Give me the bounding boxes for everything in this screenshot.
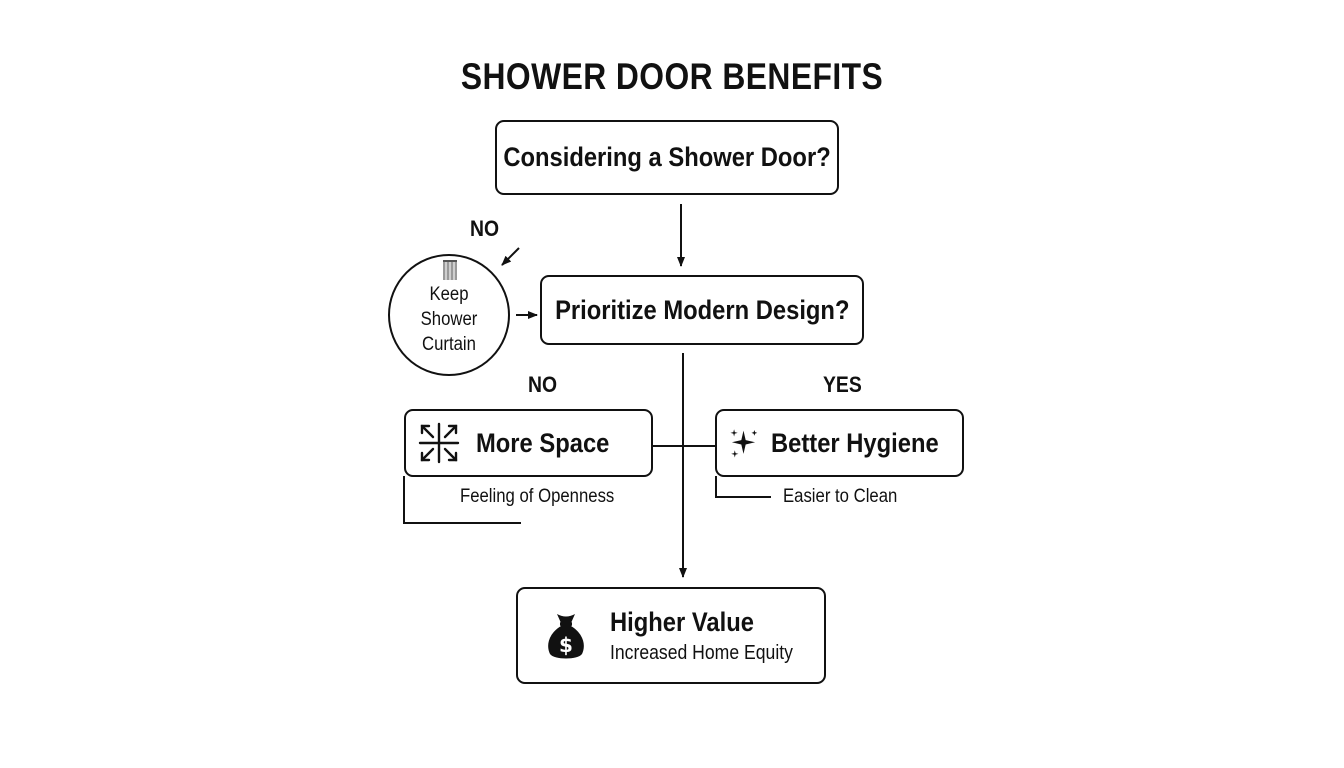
curtain-line-3: Curtain (422, 334, 476, 355)
value-detail: Increased Home Equity (610, 641, 793, 664)
sparkles-icon (730, 429, 758, 458)
curtain-line-1: Keep (429, 284, 469, 305)
diagram-title: SHOWER DOOR BENEFITS (460, 56, 884, 97)
shower-curtain-icon (443, 260, 457, 280)
line-hygiene-detail (715, 476, 771, 498)
value-text: Higher Value Increased Home Equity (610, 607, 818, 665)
svg-text:$: $ (559, 633, 573, 657)
node-label: Prioritize Modern Design? (554, 294, 850, 325)
node-label: More Space (476, 427, 610, 458)
node-better-hygiene: Better Hygiene (715, 409, 964, 477)
money-bag-icon: $ (548, 613, 584, 658)
expand-arrows-icon (418, 422, 460, 464)
node-keep-shower-curtain: Keep Shower Curtain (388, 254, 510, 376)
node-higher-value: $ Higher Value Increased Home Equity (516, 587, 826, 684)
hygiene-detail: Easier to Clean (783, 486, 898, 507)
curtain-line-2: Shower (420, 309, 478, 330)
node-label: Considering a Shower Door? (503, 142, 831, 172)
space-detail: Feeling of Openness (460, 486, 615, 507)
edge-label-no-top: NO (470, 216, 500, 241)
node-more-space: More Space (404, 409, 653, 477)
node-label: Better Hygiene (771, 427, 940, 458)
line-space-detail (403, 476, 521, 524)
arrow-no-to-curtain (501, 247, 520, 266)
edge-label-no-left: NO (528, 372, 558, 397)
node-label: Higher Value (610, 606, 754, 637)
node-considering-shower-door: Considering a Shower Door? (495, 120, 839, 195)
edge-label-yes-right: YES (823, 372, 862, 397)
node-prioritize-modern-design: Prioritize Modern Design? (540, 275, 864, 345)
curtain-label: Keep Shower Curtain (397, 282, 501, 357)
